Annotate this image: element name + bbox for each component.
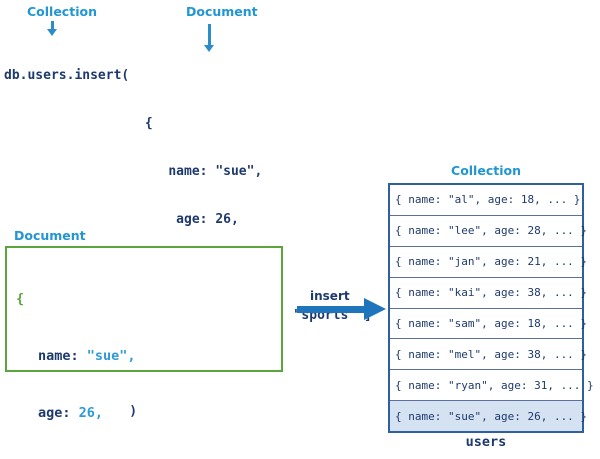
- users-collection-table: { name: "al", age: 18, ... } { name: "le…: [388, 183, 594, 433]
- collection-row-lee: { name: "lee", age: 28, ... }: [390, 216, 587, 247]
- users-collection-caption: users: [465, 434, 507, 450]
- doc-open-brace: {: [16, 291, 25, 307]
- collection-annotation-label: Collection: [27, 4, 97, 19]
- collection-row-ryan: { name: "ryan", age: 31, ... }: [390, 370, 594, 402]
- document-box-label: Document: [14, 228, 86, 243]
- doc-field-name: name: "sue",: [38, 348, 136, 364]
- document-annotation-label: Document: [186, 4, 258, 19]
- collection-row-sam: { name: "sam", age: 18, ... }: [390, 309, 587, 340]
- collection-table-label: Collection: [451, 163, 521, 178]
- code-line: {: [4, 116, 153, 131]
- collection-pointer-arrow-icon: [47, 21, 57, 36]
- document-box: { name: "sue", age: 26, status: "A", gro…: [5, 246, 283, 421]
- code-line: db.users.insert(: [4, 68, 130, 83]
- collection-row-kai: { name: "kai", age: 38, ... }: [390, 278, 587, 309]
- doc-field-age: age: 26,: [38, 405, 104, 421]
- collection-row-al: { name: "al", age: 18, ... }: [390, 185, 582, 216]
- insert-arrow-head-icon: [364, 298, 386, 320]
- collection-row-sue-inserted: { name: "sue", age: 26, ... }: [390, 401, 587, 431]
- document-pointer-arrow-icon: [204, 24, 214, 52]
- insert-arrow-icon: [297, 306, 364, 313]
- collection-row-jan: { name: "jan", age: 21, ... }: [390, 247, 587, 278]
- code-line: name: "sue",: [4, 164, 263, 179]
- collection-row-mel: { name: "mel", age: 38, ... }: [390, 339, 587, 371]
- code-line: age: 26,: [4, 212, 239, 227]
- code-line: ): [4, 404, 138, 419]
- insert-action-label: insert: [310, 289, 350, 303]
